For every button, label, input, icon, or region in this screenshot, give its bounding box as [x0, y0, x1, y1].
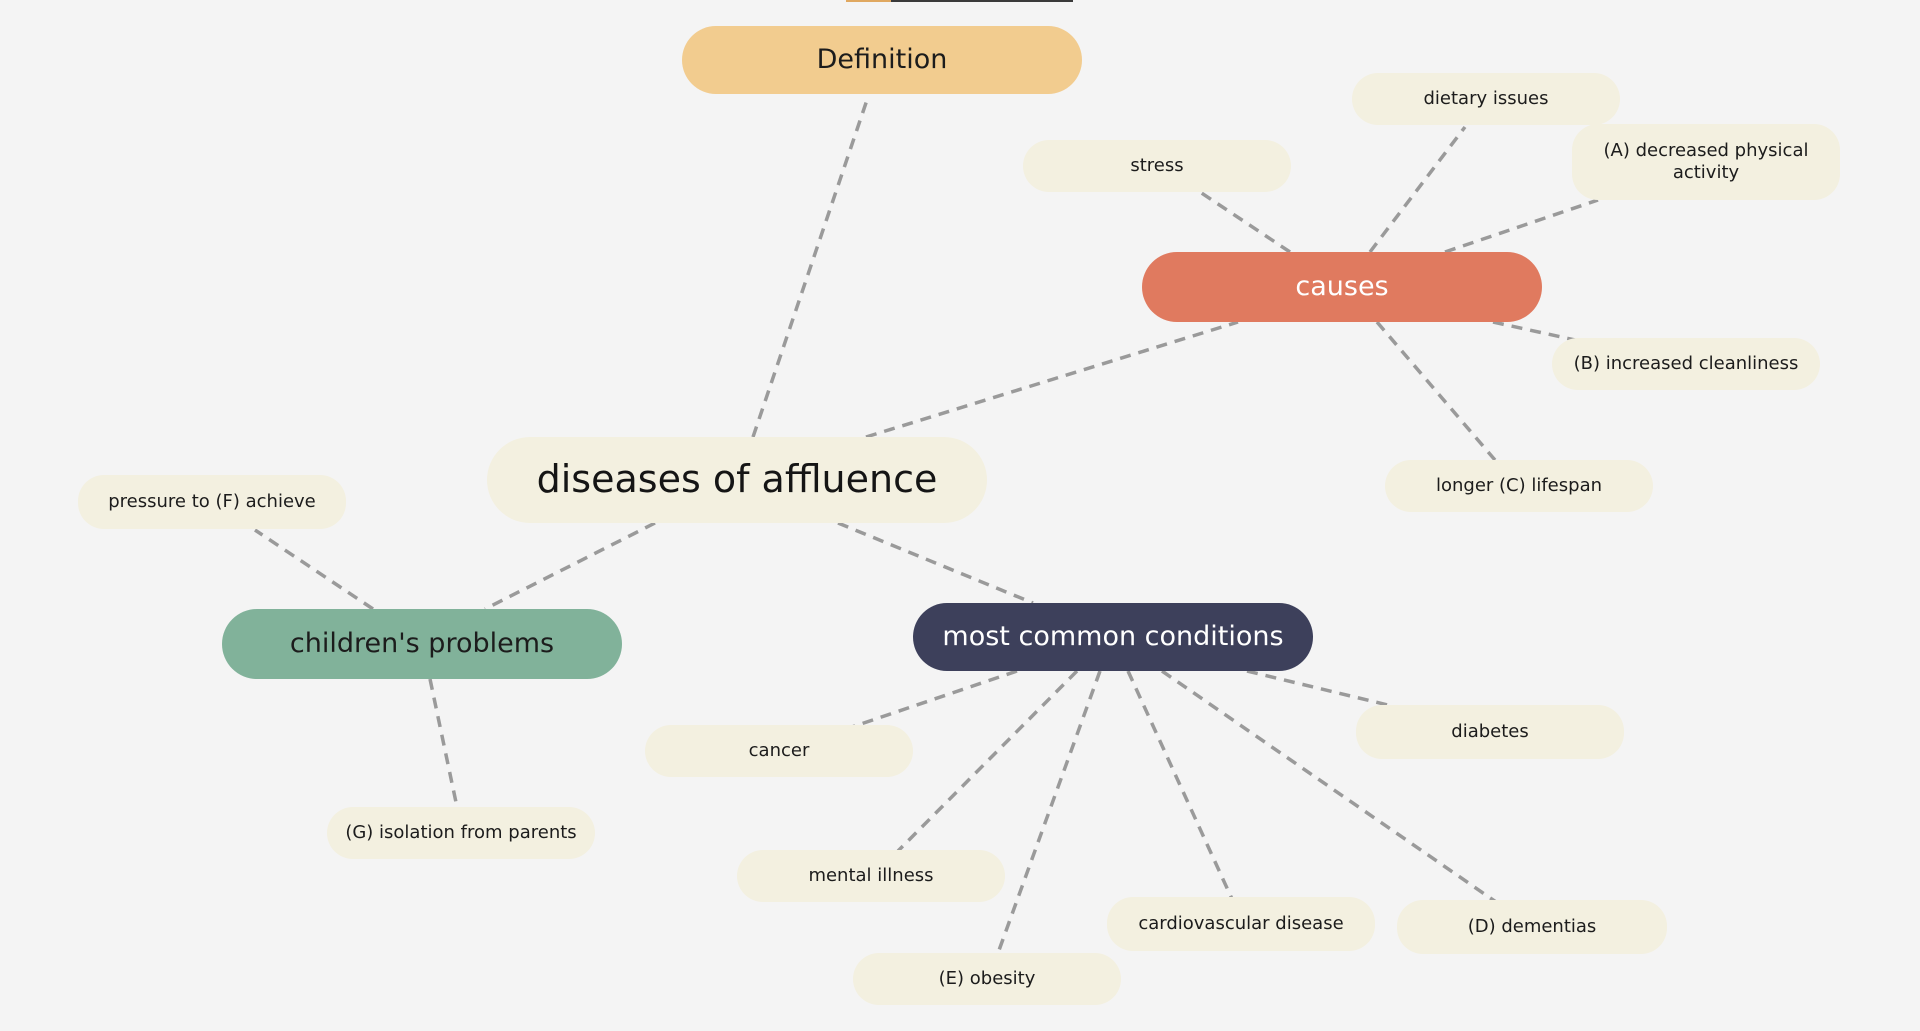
subtopic-decreased-physical-activity-label: (A) decreased physical activity	[1603, 139, 1809, 184]
subtopic-dietary-issues[interactable]: dietary issues	[1352, 73, 1620, 125]
subtopic-isolation-from-parents[interactable]: (G) isolation from parents	[327, 807, 595, 859]
connector-causes-stress	[1199, 190, 1291, 254]
subtopic-stress-label: stress	[1130, 154, 1184, 176]
topic-most-common-conditions[interactable]: most common conditions	[913, 603, 1313, 671]
connector-conditions-mental-illness	[896, 669, 1079, 853]
subtopic-mental-illness-label: mental illness	[808, 864, 934, 886]
topic-definition-label: Definition	[816, 44, 948, 76]
connector-conditions-cardiovascular-disease	[1126, 670, 1234, 900]
subtopic-pressure-to-achieve-label: pressure to (F) achieve	[108, 490, 316, 512]
topic-causes-label: causes	[1295, 271, 1389, 303]
subtopic-decreased-physical-activity[interactable]: (A) decreased physical activity	[1572, 124, 1840, 200]
subtopic-obesity[interactable]: (E) obesity	[853, 953, 1121, 1005]
subtopic-diabetes[interactable]: diabetes	[1356, 705, 1624, 759]
connector-childrens-isolation-from-parents	[428, 678, 459, 808]
connector-root-most-common-conditions	[837, 521, 1034, 605]
subtopic-longer-lifespan[interactable]: longer (C) lifespan	[1385, 460, 1653, 512]
topic-definition[interactable]: Definition	[682, 26, 1082, 94]
topic-childrens-problems[interactable]: children's problems	[222, 609, 622, 679]
connector-causes-increased-cleanliness	[1492, 320, 1576, 342]
connector-conditions-cancer	[851, 669, 1018, 729]
connector-childrens-pressure-to-achieve	[254, 528, 374, 611]
subtopic-dietary-issues-label: dietary issues	[1423, 87, 1549, 109]
topic-childrens-problems-label: children's problems	[289, 628, 555, 660]
subtopic-isolation-from-parents-label: (G) isolation from parents	[345, 821, 577, 843]
root-topic-label: diseases of affluence	[536, 457, 938, 502]
top-edge-tab	[846, 0, 1073, 2]
subtopic-cardiovascular-disease-label: cardiovascular disease	[1138, 912, 1344, 934]
connector-root-definition	[751, 96, 870, 438]
subtopic-mental-illness[interactable]: mental illness	[737, 850, 1005, 902]
connector-causes-dietary-issues	[1368, 125, 1467, 254]
connector-root-causes	[865, 320, 1239, 439]
subtopic-cancer-label: cancer	[748, 739, 810, 761]
subtopic-pressure-to-achieve[interactable]: pressure to (F) achieve	[78, 475, 346, 529]
connector-root-childrens-problems	[484, 521, 656, 611]
connector-conditions-obesity	[996, 670, 1102, 954]
connector-causes-longer-lifespan	[1375, 320, 1497, 462]
subtopic-longer-lifespan-label: longer (C) lifespan	[1435, 474, 1603, 496]
subtopic-increased-cleanliness-label: (B) increased cleanliness	[1573, 352, 1799, 374]
topic-most-common-conditions-label: most common conditions	[942, 621, 1284, 653]
top-edge-tab-bar	[891, 0, 1073, 2]
connector-causes-decreased-physical-activity	[1444, 198, 1599, 254]
root-topic-diseases-of-affluence[interactable]: diseases of affluence	[487, 437, 987, 523]
subtopic-stress[interactable]: stress	[1023, 140, 1291, 192]
top-edge-tab-accent	[846, 0, 891, 2]
subtopic-cardiovascular-disease[interactable]: cardiovascular disease	[1107, 897, 1375, 951]
subtopic-obesity-label: (E) obesity	[938, 967, 1036, 989]
subtopic-diabetes-label: diabetes	[1451, 720, 1529, 742]
subtopic-dementias-label: (D) dementias	[1467, 915, 1597, 937]
subtopic-cancer[interactable]: cancer	[645, 725, 913, 777]
subtopic-dementias[interactable]: (D) dementias	[1397, 900, 1667, 954]
connector-conditions-diabetes	[1246, 669, 1393, 708]
subtopic-increased-cleanliness[interactable]: (B) increased cleanliness	[1552, 338, 1820, 390]
topic-causes[interactable]: causes	[1142, 252, 1542, 322]
